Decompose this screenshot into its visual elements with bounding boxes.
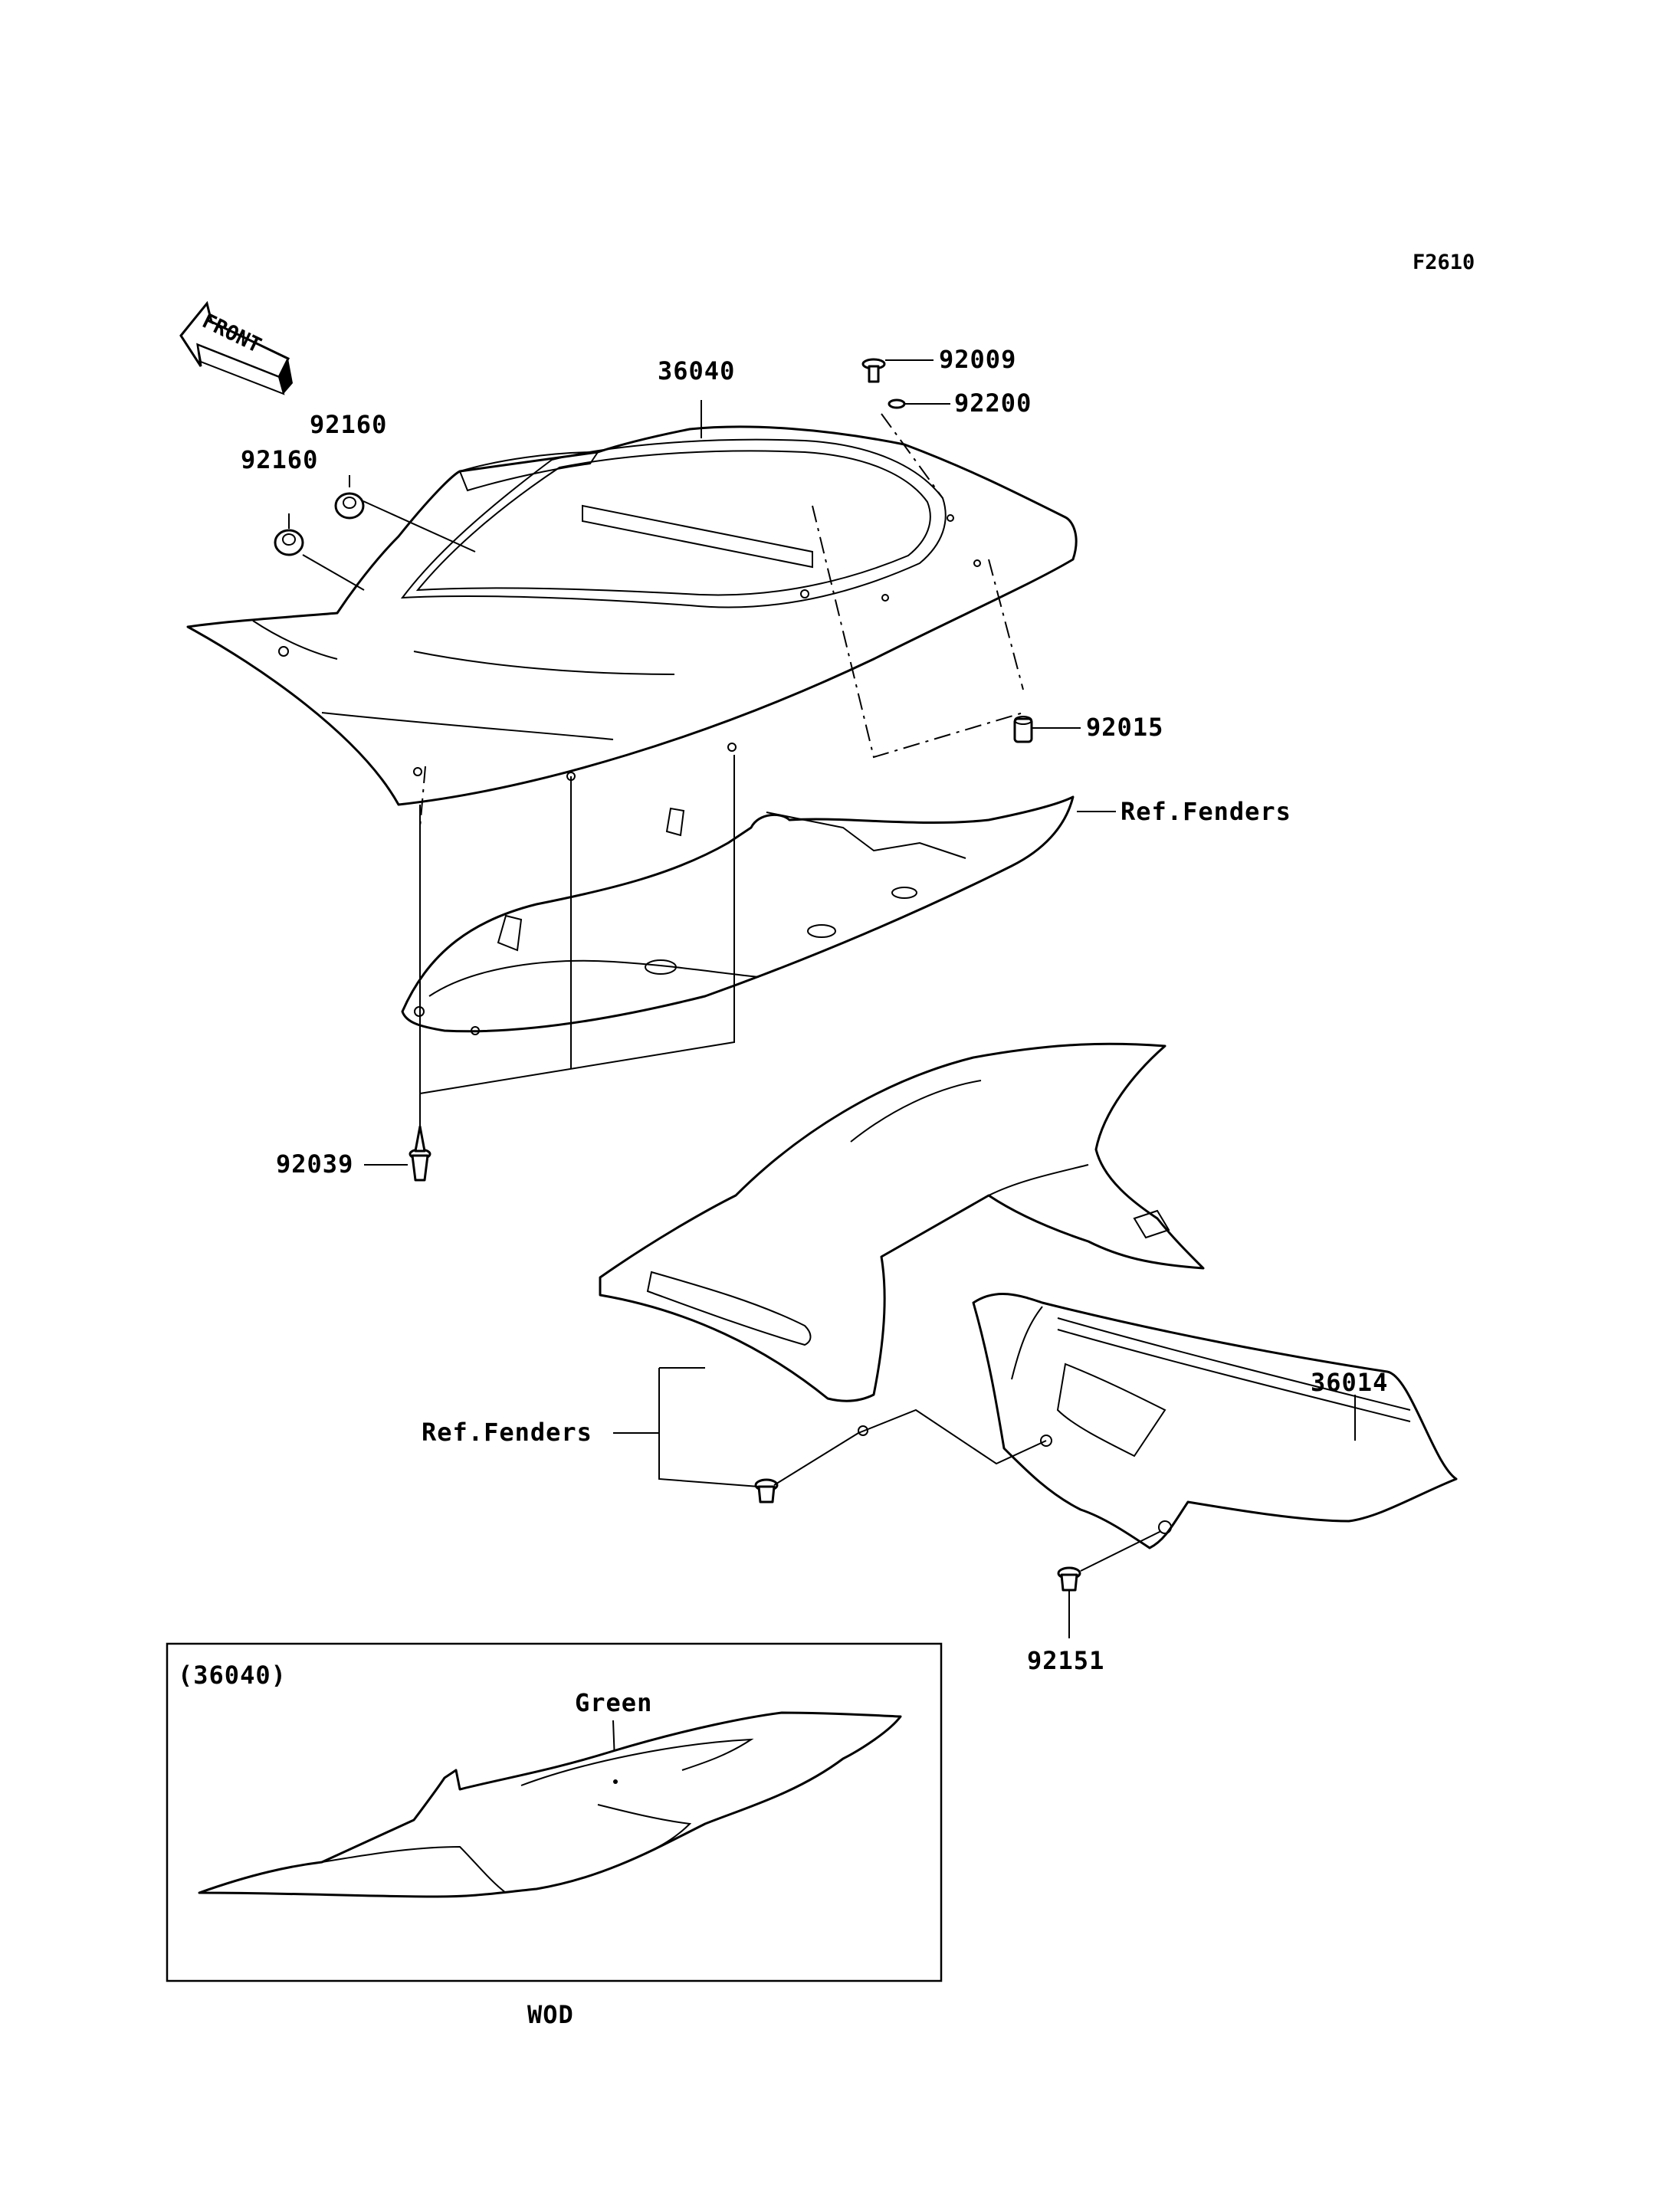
screw-92009 [861, 358, 886, 383]
callout-92039: 92039 [276, 1149, 353, 1179]
inset-variant-label: WOD [527, 2000, 574, 2029]
figure-code: F2610 [1413, 251, 1475, 274]
bolt-ref-fenders [754, 1478, 779, 1503]
seat-cover-36040 [186, 425, 1078, 806]
callout-92160-lower: 92160 [241, 445, 318, 474]
callout-ref-fenders-upper: Ref.Fenders [1121, 797, 1291, 826]
inset-color-label: Green [575, 1688, 652, 1717]
rear-fender-36014 [599, 1042, 1458, 1549]
bolt-92151 [1057, 1566, 1081, 1592]
callout-92015: 92015 [1086, 713, 1163, 742]
inset-variant-box: (36040) Green [166, 1642, 943, 1982]
callout-36014: 36014 [1311, 1368, 1388, 1397]
front-arrow-icon: FRONT [179, 300, 293, 395]
grommet-92160-upper [334, 492, 365, 520]
callout-92160-upper: 92160 [310, 410, 387, 439]
inner-fender [401, 795, 1075, 1035]
callout-92151: 92151 [1027, 1646, 1104, 1675]
callout-92009: 92009 [939, 345, 1016, 374]
callout-92200: 92200 [954, 389, 1032, 418]
collar-92015 [1013, 716, 1033, 743]
clip-92039 [409, 1125, 431, 1182]
dashed-guides [419, 413, 1024, 828]
washer-92200 [888, 398, 906, 409]
inset-part-ref: (36040) [178, 1661, 287, 1690]
grommet-92160-lower [274, 529, 304, 556]
callout-36040: 36040 [658, 356, 735, 385]
callout-ref-fenders-lower: Ref.Fenders [422, 1418, 592, 1447]
leader-lines [288, 359, 1356, 1638]
